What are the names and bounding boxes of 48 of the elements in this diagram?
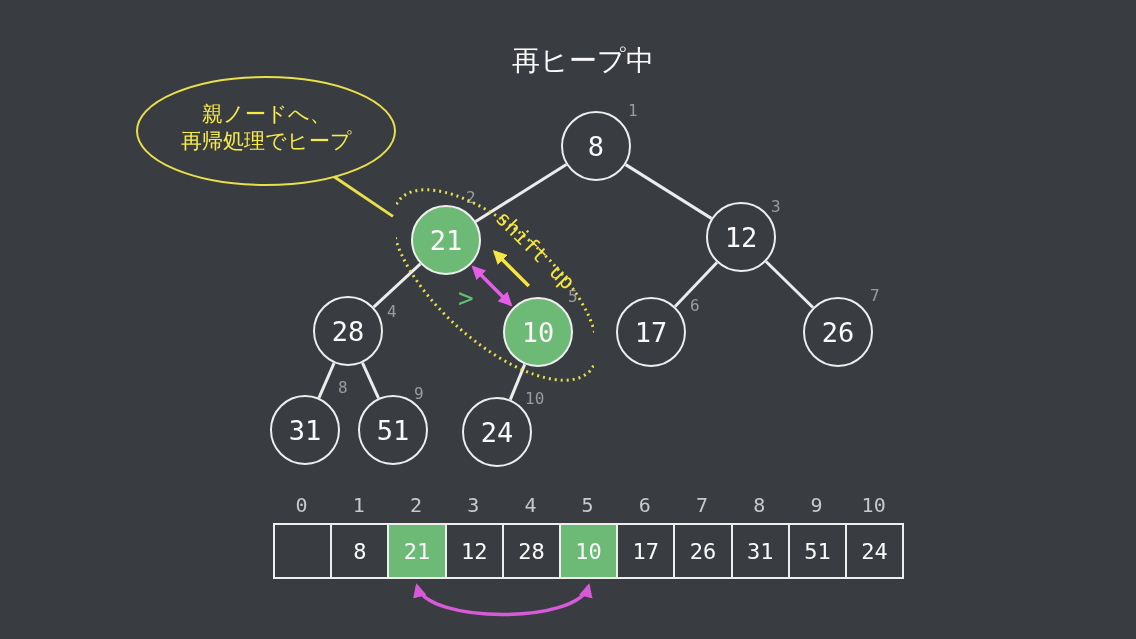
heap-node: 31	[270, 395, 340, 465]
array-index: 10	[861, 493, 886, 517]
heap-node: 28	[313, 296, 383, 366]
array-index: 9	[810, 493, 823, 517]
index-number: 8	[338, 378, 348, 397]
index-number: 4	[387, 302, 397, 321]
heap-node: 26	[803, 297, 873, 367]
array-index: 7	[696, 493, 709, 517]
arrow	[492, 250, 531, 288]
array-index: 1	[352, 493, 365, 517]
array-index: 2	[410, 493, 423, 517]
tree-edge	[674, 261, 718, 308]
heap-node: 8	[561, 111, 631, 181]
array-cell: 24	[845, 523, 905, 579]
edge-label: >	[458, 283, 474, 313]
tree-edge	[361, 362, 380, 399]
array-index: 4	[524, 493, 537, 517]
callout-text: 親ノードへ、再帰処理でヒープ	[179, 101, 353, 155]
array-index: 0	[295, 493, 308, 517]
tree-edge	[624, 163, 713, 220]
index-number: 7	[870, 286, 880, 305]
tree-edge	[372, 262, 422, 309]
array-index: 5	[581, 493, 594, 517]
array-index: 6	[638, 493, 651, 517]
array-cell: 51	[787, 523, 847, 579]
tree-edge	[474, 163, 568, 223]
heap-node: 21	[411, 205, 481, 275]
array-cell: 31	[730, 523, 790, 579]
tree-edge	[317, 362, 336, 399]
swap-arrow	[415, 583, 591, 617]
array-index: 8	[753, 493, 766, 517]
array-cell: 17	[616, 523, 676, 579]
array-cell: 28	[501, 523, 561, 579]
heap-node: 17	[616, 297, 686, 367]
bubble-tail	[333, 175, 394, 218]
array-cell: 8	[330, 523, 390, 579]
tree-edge	[508, 363, 527, 401]
double-arrow	[471, 265, 513, 307]
array-cell	[273, 523, 333, 579]
title: 再ヒープ中	[512, 43, 654, 79]
index-number: 6	[690, 296, 700, 315]
array-cell: 10	[559, 523, 619, 579]
array-cell: 21	[387, 523, 447, 579]
tree-edge	[764, 260, 815, 309]
index-number: 1	[628, 101, 638, 120]
array-index: 3	[467, 493, 480, 517]
array-cell: 12	[444, 523, 504, 579]
array-cell: 26	[673, 523, 733, 579]
